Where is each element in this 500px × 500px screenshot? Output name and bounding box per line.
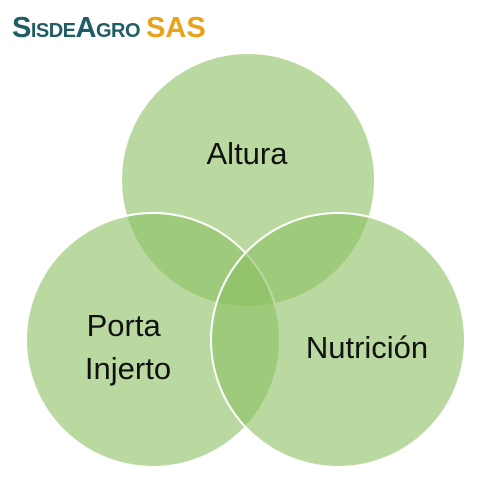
venn-circle-nutricion: [210, 212, 466, 468]
venn-circles: [25, 52, 466, 468]
venn-label-porta-injerto: Porta Injerto: [85, 308, 171, 386]
venn-label-nutricion: Nutrición: [306, 330, 428, 365]
venn-label-altura-line1: Altura: [207, 136, 289, 171]
venn-label-porta-injerto-line1: Porta: [87, 308, 162, 343]
logo-name: SisdeAgro: [12, 12, 141, 44]
logo-sas: SAS: [146, 12, 206, 44]
venn-label-nutricion-line1: Nutrición: [306, 330, 428, 365]
venn-label-altura: Altura: [207, 136, 289, 171]
venn-label-porta-injerto-line2: Injerto: [85, 351, 171, 386]
